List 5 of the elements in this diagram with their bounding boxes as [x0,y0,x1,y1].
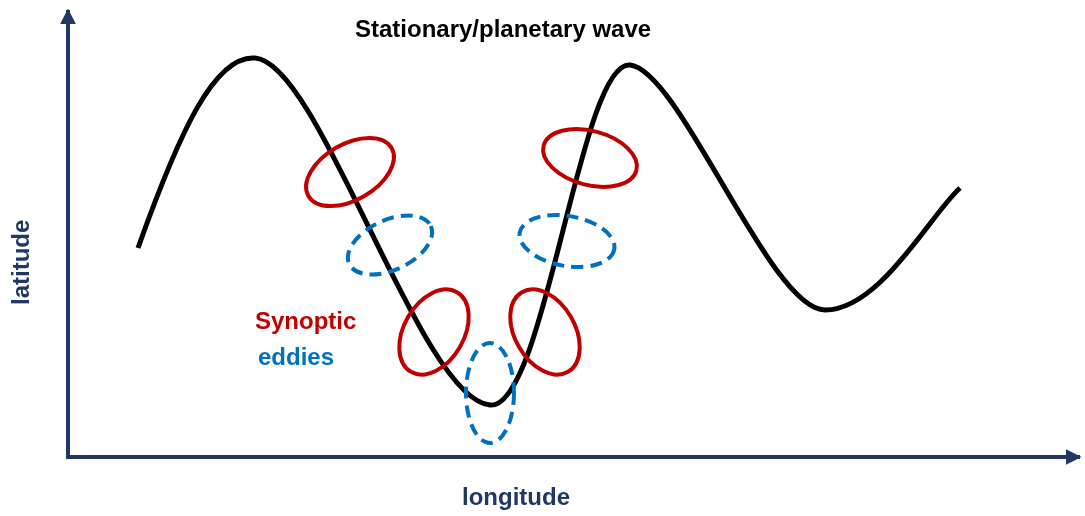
eddy-label: Synoptic [255,308,357,335]
axis-label: latitude [8,219,35,305]
chart-title: Stationary/planetary wave [355,16,652,43]
axis-label: longitude [462,484,570,511]
eddy-label: eddies [258,344,335,371]
